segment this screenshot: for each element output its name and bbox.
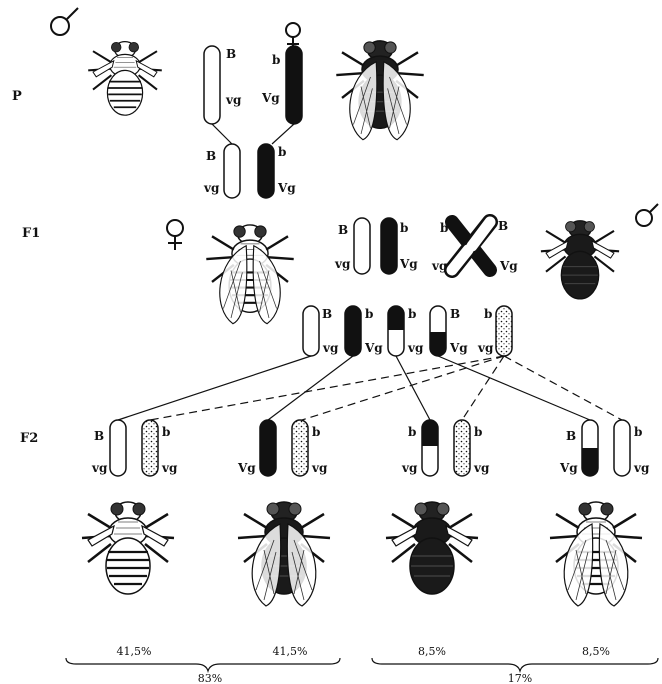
male-symbol-f1 [636, 204, 658, 226]
allele-b: b [634, 425, 642, 439]
fly-p-female-black-long [336, 41, 423, 140]
percent-f2-3: 8,5% [418, 645, 446, 658]
fly-f2-black-vestigial [386, 502, 478, 594]
chromosome-pair-f1-heterozygote: B vg b Vg [203, 144, 296, 198]
allele-b: b [365, 307, 373, 321]
bracket-recombinant [372, 658, 658, 671]
allele-Vg: Vg [499, 259, 518, 273]
chromosome-crossover: b B vg Vg [431, 219, 518, 273]
allele-B: B [566, 429, 576, 443]
chromosome-B-vg [204, 46, 220, 124]
allele-Vg: Vg [277, 181, 296, 195]
allele-B: B [450, 307, 460, 321]
allele-b: b [484, 307, 492, 321]
percent-parental-total: 83% [198, 672, 222, 684]
fly-f2-gray-long [550, 502, 642, 606]
f2-pair-4: B Vg b vg [559, 420, 650, 476]
allele-B: B [322, 307, 332, 321]
allele-vg: vg [431, 259, 448, 273]
allele-vg: vg [161, 461, 178, 475]
f2-pair-2: Vg b vg [237, 420, 328, 476]
allele-Vg: Vg [364, 341, 383, 355]
allele-vg: vg [477, 341, 494, 355]
allele-b: b [440, 221, 448, 235]
allele-B: B [226, 47, 236, 61]
allele-vg: vg [322, 341, 339, 355]
allele-b: b [400, 221, 408, 235]
gamete-male-b-vg [496, 306, 512, 356]
allele-vg: vg [633, 461, 650, 475]
bracket-parental [66, 658, 340, 671]
allele-B: B [498, 219, 508, 233]
allele-b: b [474, 425, 482, 439]
gamete-b-Vg [345, 306, 361, 356]
percent-recombinant-total: 17% [508, 672, 532, 684]
gametes-f1: B vg b Vg b vg B Vg b vg [303, 306, 512, 356]
cross-lines [118, 356, 622, 420]
allele-vg: vg [91, 461, 108, 475]
allele-b: b [408, 307, 416, 321]
chromosome-pair-p-male: B vg [204, 46, 242, 124]
label-p: P [12, 89, 22, 104]
allele-b: b [278, 145, 286, 159]
allele-vg: vg [311, 461, 328, 475]
allele-Vg: Vg [237, 461, 256, 475]
gamete-B-vg [303, 306, 319, 356]
percent-f2-2: 41,5% [273, 645, 308, 658]
label-f2: F2 [20, 431, 38, 446]
allele-vg: vg [334, 257, 351, 271]
allele-vg: vg [407, 341, 424, 355]
chromosome-pair-p-female: b Vg [261, 46, 302, 124]
allele-Vg: Vg [449, 341, 468, 355]
allele-B: B [338, 223, 348, 237]
allele-vg: vg [401, 461, 418, 475]
allele-Vg: Vg [399, 257, 418, 271]
f2-pair-1: B vg b vg [91, 420, 178, 476]
fly-f1-male-black-vestigial [541, 221, 619, 299]
allele-Vg: Vg [559, 461, 578, 475]
female-symbol-f1 [167, 220, 183, 250]
allele-vg: vg [225, 93, 242, 107]
percent-f2-4: 8,5% [582, 645, 610, 658]
allele-b: b [408, 425, 416, 439]
fly-p-male-black-vestigial [88, 42, 162, 116]
label-f1: F1 [22, 226, 40, 241]
allele-b: b [312, 425, 320, 439]
allele-Vg: Vg [261, 91, 280, 105]
allele-b: b [272, 53, 280, 67]
male-symbol-p [51, 8, 78, 35]
allele-vg: vg [203, 181, 220, 195]
allele-B: B [94, 429, 104, 443]
chromosome-pair-f1-female: B vg b Vg [334, 218, 418, 274]
allele-B: B [206, 149, 216, 163]
fly-f2-black-long [238, 502, 330, 606]
percent-f2-1: 41,5% [117, 645, 152, 658]
chromosome-b-Vg [286, 46, 302, 124]
f2-pair-3: b vg b vg [401, 420, 490, 476]
allele-b: b [162, 425, 170, 439]
fly-f1-female-gray-long [206, 225, 293, 324]
fly-f2-gray-vestigial [82, 502, 174, 594]
allele-vg: vg [473, 461, 490, 475]
